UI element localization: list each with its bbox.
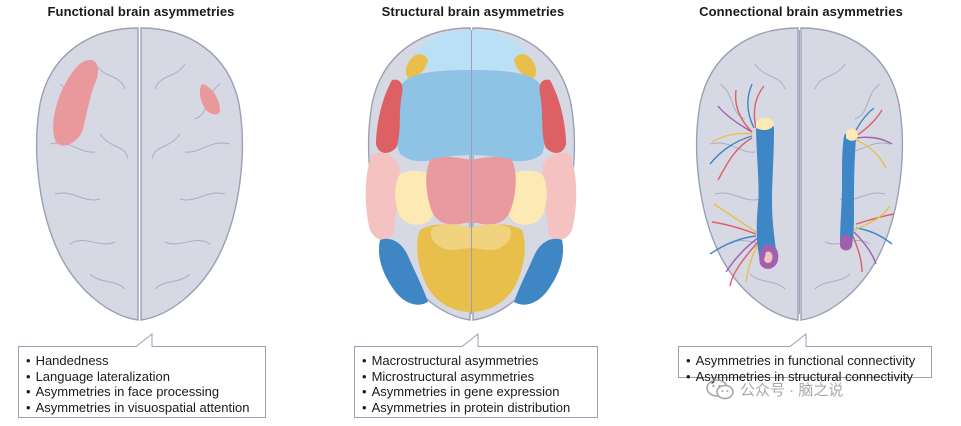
- functional-title: Functional brain asymmetries: [47, 4, 235, 19]
- left-fibers: [709, 83, 765, 287]
- watermark-text: 公众号 · 脑之说: [740, 381, 844, 399]
- structural-brain-illustration: [365, 27, 577, 321]
- list-item: Asymmetries in gene expression: [362, 384, 570, 400]
- lateral-red-right: [539, 79, 566, 153]
- list-item: Language lateralization: [26, 369, 249, 385]
- frontal-lobe-region: [394, 70, 547, 162]
- lateral-pink-right: [541, 152, 577, 241]
- right-tract-purple: [840, 234, 853, 251]
- structural-panel: Structural brain asymmetries: [332, 0, 614, 426]
- right-parietal-highlight: [199, 84, 220, 115]
- connectional-brain-illustration: [696, 27, 903, 321]
- right-tract-yellow: [846, 128, 858, 141]
- connectional-list: Asymmetries in functional connectivity A…: [678, 346, 923, 384]
- temporal-blue-left: [378, 238, 428, 305]
- right-hemisphere: [140, 27, 243, 321]
- watermark: 公众号 · 脑之说: [706, 378, 843, 400]
- list-item: Asymmetries in functional connectivity: [686, 353, 916, 369]
- connectional-panel: Connectional brain asymmetries: [660, 0, 942, 426]
- structural-list: Macrostructural asymmetries Microstructu…: [354, 346, 578, 415]
- list-item: Asymmetries in protein distribution: [362, 400, 571, 416]
- list-item: Macrostructural asymmetries: [362, 353, 570, 369]
- functional-list: Handedness Language lateralization Asymm…: [18, 346, 257, 415]
- right-arcuate-tract: [840, 130, 856, 248]
- connectional-title: Connectional brain asymmetries: [699, 4, 903, 19]
- lateral-red-left: [376, 79, 403, 153]
- structural-title: Structural brain asymmetries: [381, 4, 565, 19]
- lateral-pink-left: [365, 152, 401, 241]
- functional-callout: Handedness Language lateralization Asymm…: [18, 332, 266, 418]
- wechat-icon: [706, 379, 734, 400]
- temporal-blue-right: [514, 238, 564, 305]
- left-arcuate-tract: [756, 120, 776, 262]
- frontal-gold-right: [514, 54, 537, 78]
- list-item: Asymmetries in face processing: [26, 384, 249, 400]
- list-item: Asymmetries in structural connectivity: [686, 369, 915, 385]
- frontal-gold-left: [405, 54, 428, 78]
- functional-panel: Functional brain asymmetries Handedness …: [0, 0, 282, 426]
- list-item: Handedness: [26, 353, 249, 369]
- list-item: Microstructural asymmetries: [362, 369, 570, 385]
- functional-brain-illustration: [36, 27, 243, 321]
- left-frontal-highlight: [53, 59, 98, 146]
- structural-callout: Macrostructural asymmetries Microstructu…: [354, 332, 598, 418]
- list-item: Asymmetries in visuospatial attention: [26, 400, 250, 416]
- connectional-callout: Asymmetries in functional connectivity A…: [678, 332, 932, 418]
- left-tract-yellow: [756, 117, 774, 131]
